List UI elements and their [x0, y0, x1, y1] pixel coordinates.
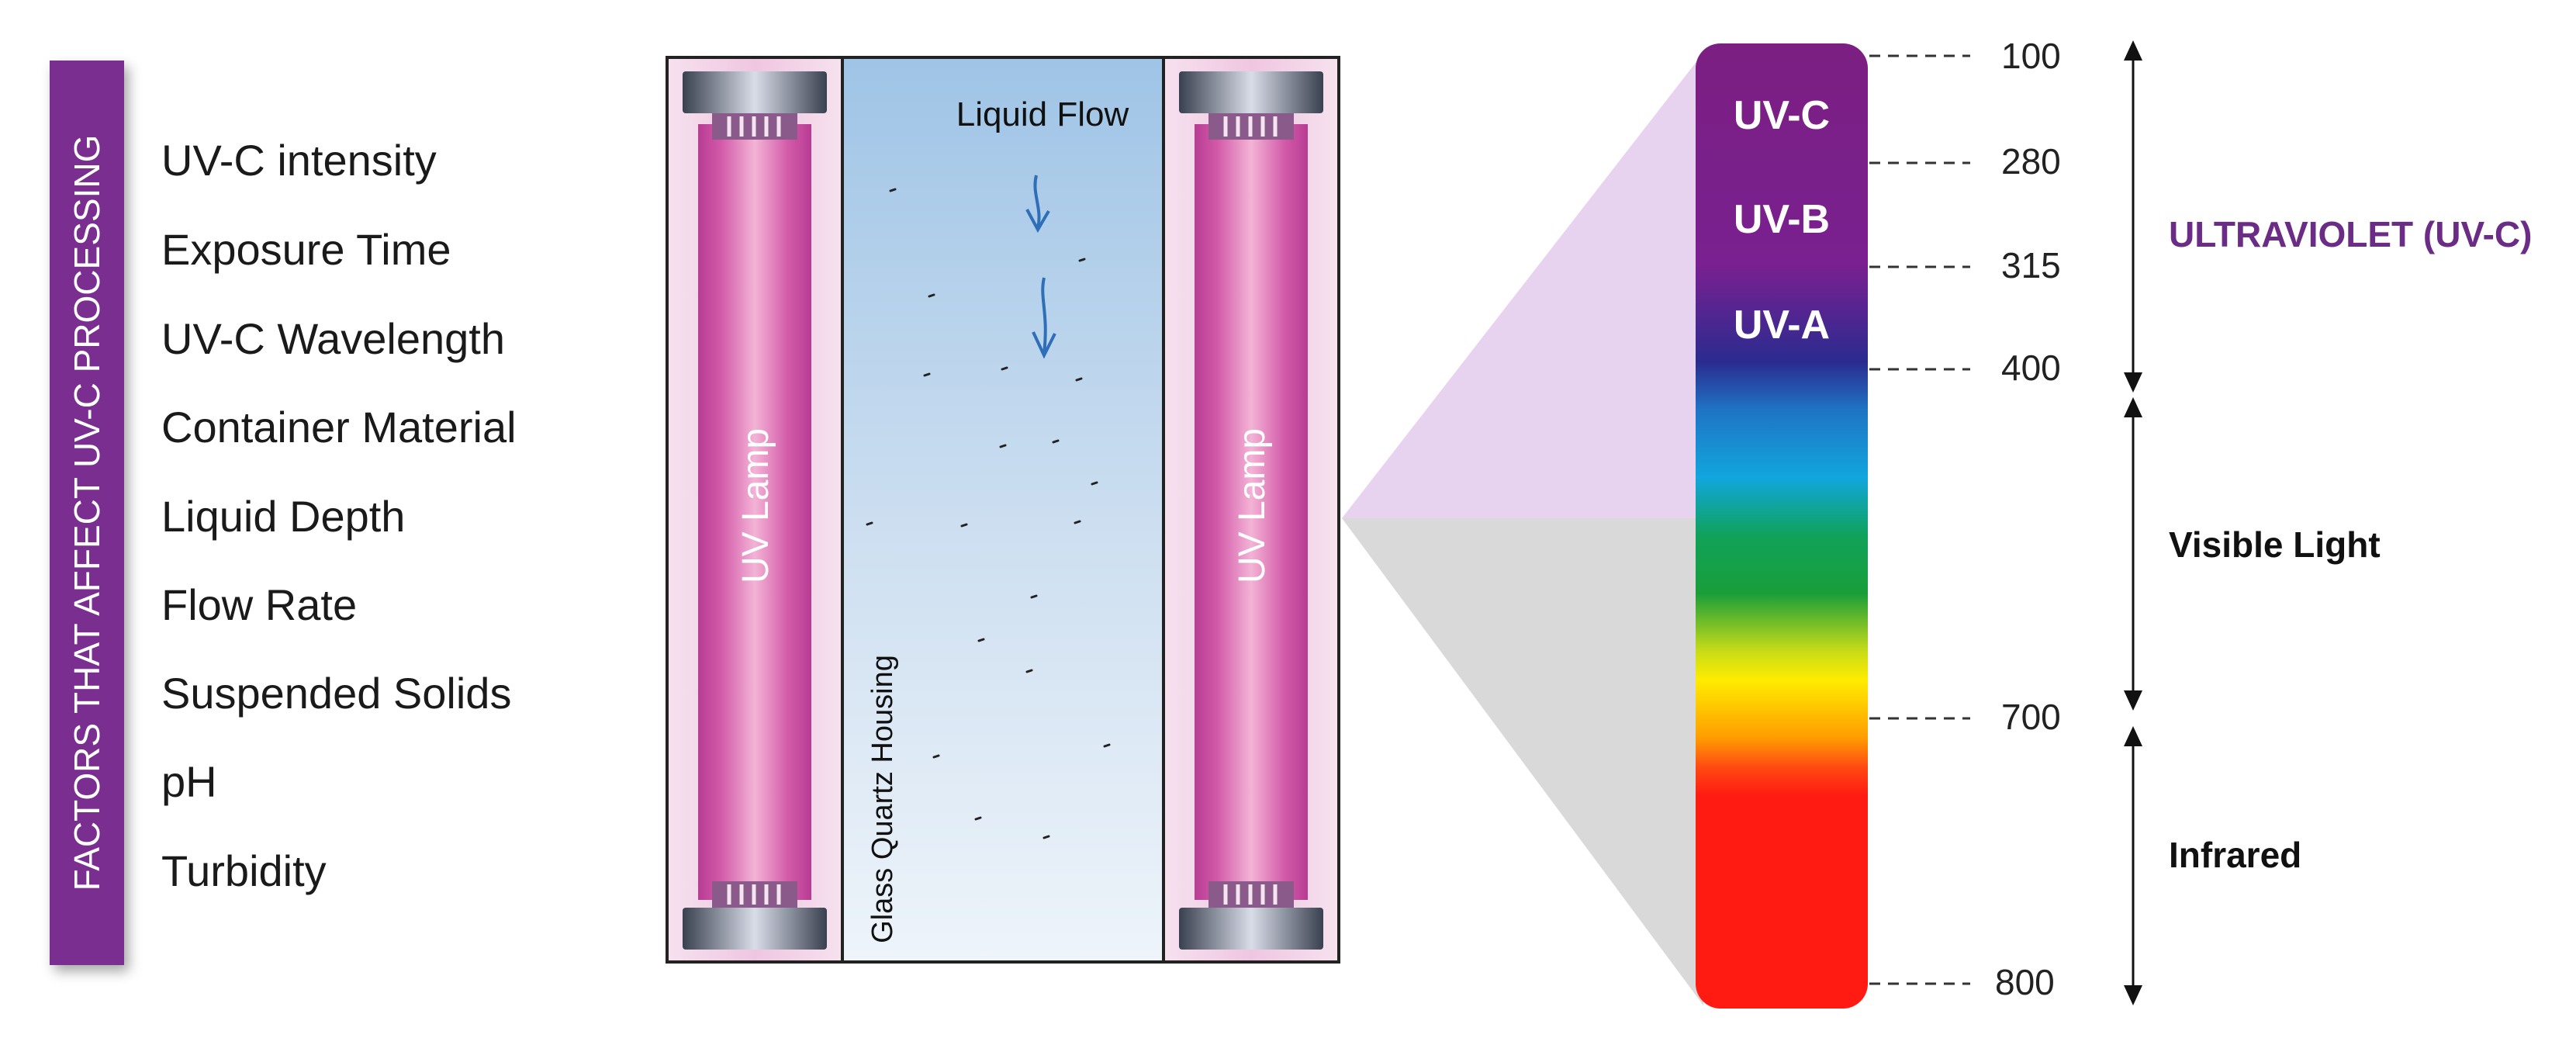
left-lamp-top-pins — [727, 116, 781, 137]
factor-item: Exposure Time — [161, 225, 451, 274]
factor-item: Container Material — [161, 403, 517, 452]
infrared-range-arrow — [2124, 726, 2142, 1005]
factor-item: Liquid Depth — [161, 492, 405, 541]
uv-projection-wedge — [1342, 53, 1703, 518]
wavelength-ticks — [1869, 54, 1970, 985]
right-lamp-top-pins — [1223, 116, 1278, 137]
region-labels: ULTRAVIOLET (UV-C) Visible Light Infrare… — [2169, 214, 2532, 875]
factor-item: UV-C Wavelength — [161, 314, 505, 363]
region-label-ultraviolet: ULTRAVIOLET (UV-C) — [2169, 214, 2532, 254]
left-lamp-bottom-cap — [683, 908, 827, 950]
band-label-uv-b: UV-B — [1734, 197, 1830, 242]
right-lamp-bottom-pins — [1223, 884, 1278, 905]
right-lamp-bottom-cap — [1179, 908, 1323, 950]
right-lamp-unit: UV Lamp — [1162, 56, 1340, 964]
spectrum-gradient — [1696, 43, 1868, 1009]
left-lamp-label: UV Lamp — [735, 428, 776, 583]
factors-panel: FACTORS THAT AFFECT UV-C PROCESSING UV-C… — [50, 61, 517, 965]
factor-item: Flow Rate — [161, 580, 357, 629]
factor-item: UV-C intensity — [161, 136, 437, 185]
left-lamp-bottom-pins — [727, 884, 781, 905]
tick-label: 400 — [2001, 348, 2061, 388]
band-label-uv-a: UV-A — [1734, 303, 1830, 348]
glass-quartz-housing: Glass Quartz Housing Liquid Flow — [841, 56, 1165, 964]
region-label-visible: Visible Light — [2169, 524, 2381, 565]
uv-range-arrow — [2124, 40, 2142, 393]
visible-projection-wedge — [1342, 518, 1703, 1005]
housing-label: Glass Quartz Housing — [866, 655, 899, 943]
particles — [866, 188, 1111, 839]
region-arrows — [2124, 40, 2142, 1005]
tick-label: 100 — [2001, 36, 2061, 76]
factor-list: UV-C intensity Exposure Time UV-C Wavele… — [161, 136, 517, 895]
left-lamp-top-cap — [683, 71, 827, 113]
region-label-infrared: Infrared — [2169, 835, 2301, 875]
spectrum-bar: UV-C UV-B UV-A — [1696, 43, 1868, 1009]
left-lamp-tube — [698, 124, 811, 900]
factors-banner — [50, 61, 124, 965]
uv-reactor: UV Lamp Glass Quartz Housing Liquid Flow — [666, 56, 1340, 964]
spectrum-projection — [1342, 53, 1703, 1005]
tick-label: 315 — [2001, 245, 2061, 285]
wavelength-labels: 100 280 315 400 700 800 — [1995, 36, 2061, 1002]
left-lamp-unit: UV Lamp — [666, 56, 844, 964]
tick-label: 800 — [1995, 962, 2055, 1002]
factors-banner-text: FACTORS THAT AFFECT UV-C PROCESSING — [67, 135, 107, 891]
band-label-uv-c: UV-C — [1734, 93, 1830, 138]
liquid-flow-label: Liquid Flow — [956, 95, 1129, 133]
right-lamp-tube — [1195, 124, 1308, 900]
factor-item: Turbidity — [161, 846, 327, 895]
flow-arrow-icon — [1025, 175, 1056, 359]
factor-item: Suspended Solids — [161, 669, 511, 718]
right-lamp-label: UV Lamp — [1232, 428, 1273, 583]
tick-label: 280 — [2001, 141, 2061, 182]
right-lamp-top-cap — [1179, 71, 1323, 113]
factor-item: pH — [161, 757, 217, 806]
visible-range-arrow — [2124, 397, 2142, 711]
tick-label: 700 — [2001, 697, 2061, 737]
